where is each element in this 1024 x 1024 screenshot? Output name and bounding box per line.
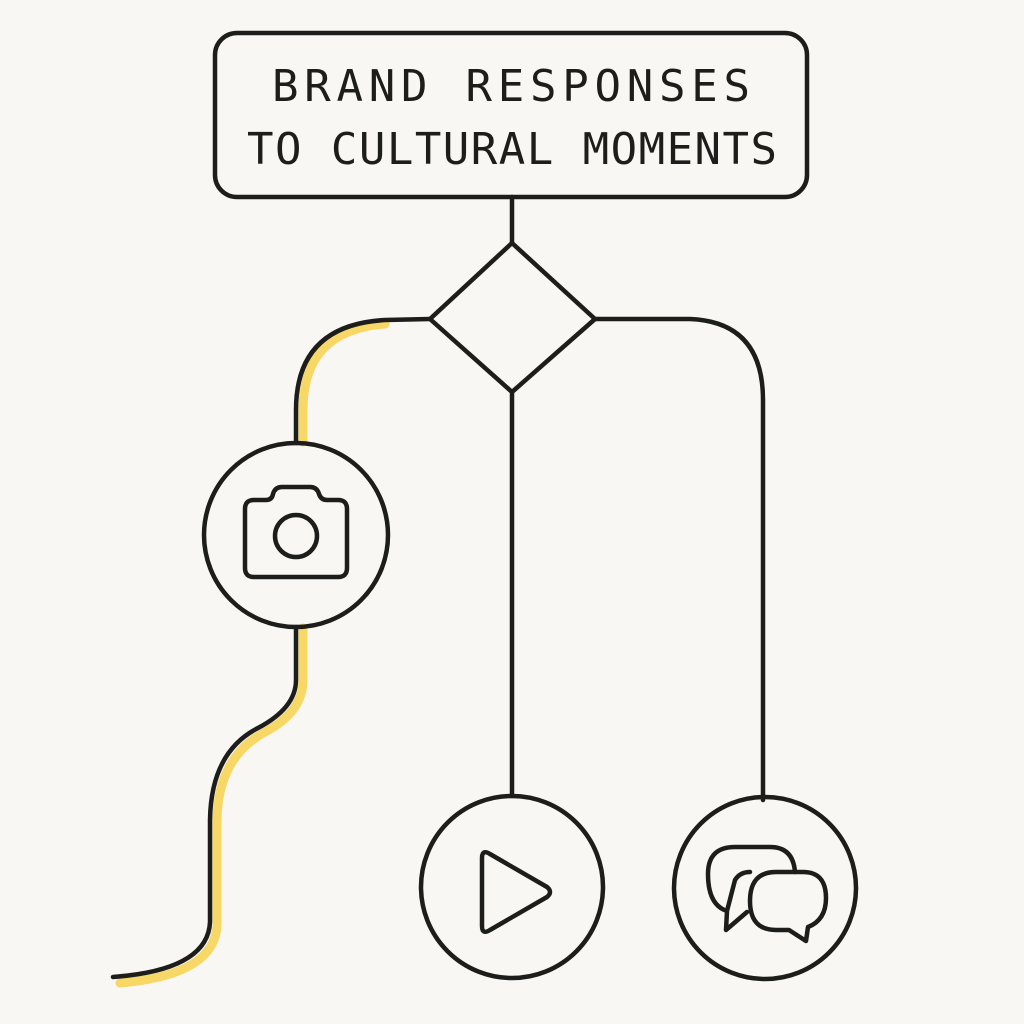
camera-node[interactable] bbox=[201, 440, 391, 630]
title-box: BRAND RESPONSES TO CULTURAL MOMENTS bbox=[212, 30, 810, 200]
highlight-path bbox=[115, 319, 390, 988]
title-line-1: BRAND RESPONSES bbox=[272, 61, 750, 112]
chat-bubbles-icon bbox=[705, 844, 798, 933]
left-connector bbox=[293, 316, 433, 446]
camera-icon bbox=[242, 484, 350, 580]
decision-diamond-icon bbox=[427, 240, 598, 395]
chat-bubble-front bbox=[747, 869, 829, 944]
play-node[interactable] bbox=[418, 793, 606, 981]
right-connector bbox=[592, 316, 766, 803]
left-tail-connector bbox=[110, 624, 299, 980]
title-line-2: TO CULTURAL MOMENTS bbox=[247, 124, 777, 175]
play-icon bbox=[479, 849, 553, 935]
chat-node[interactable] bbox=[671, 794, 859, 982]
